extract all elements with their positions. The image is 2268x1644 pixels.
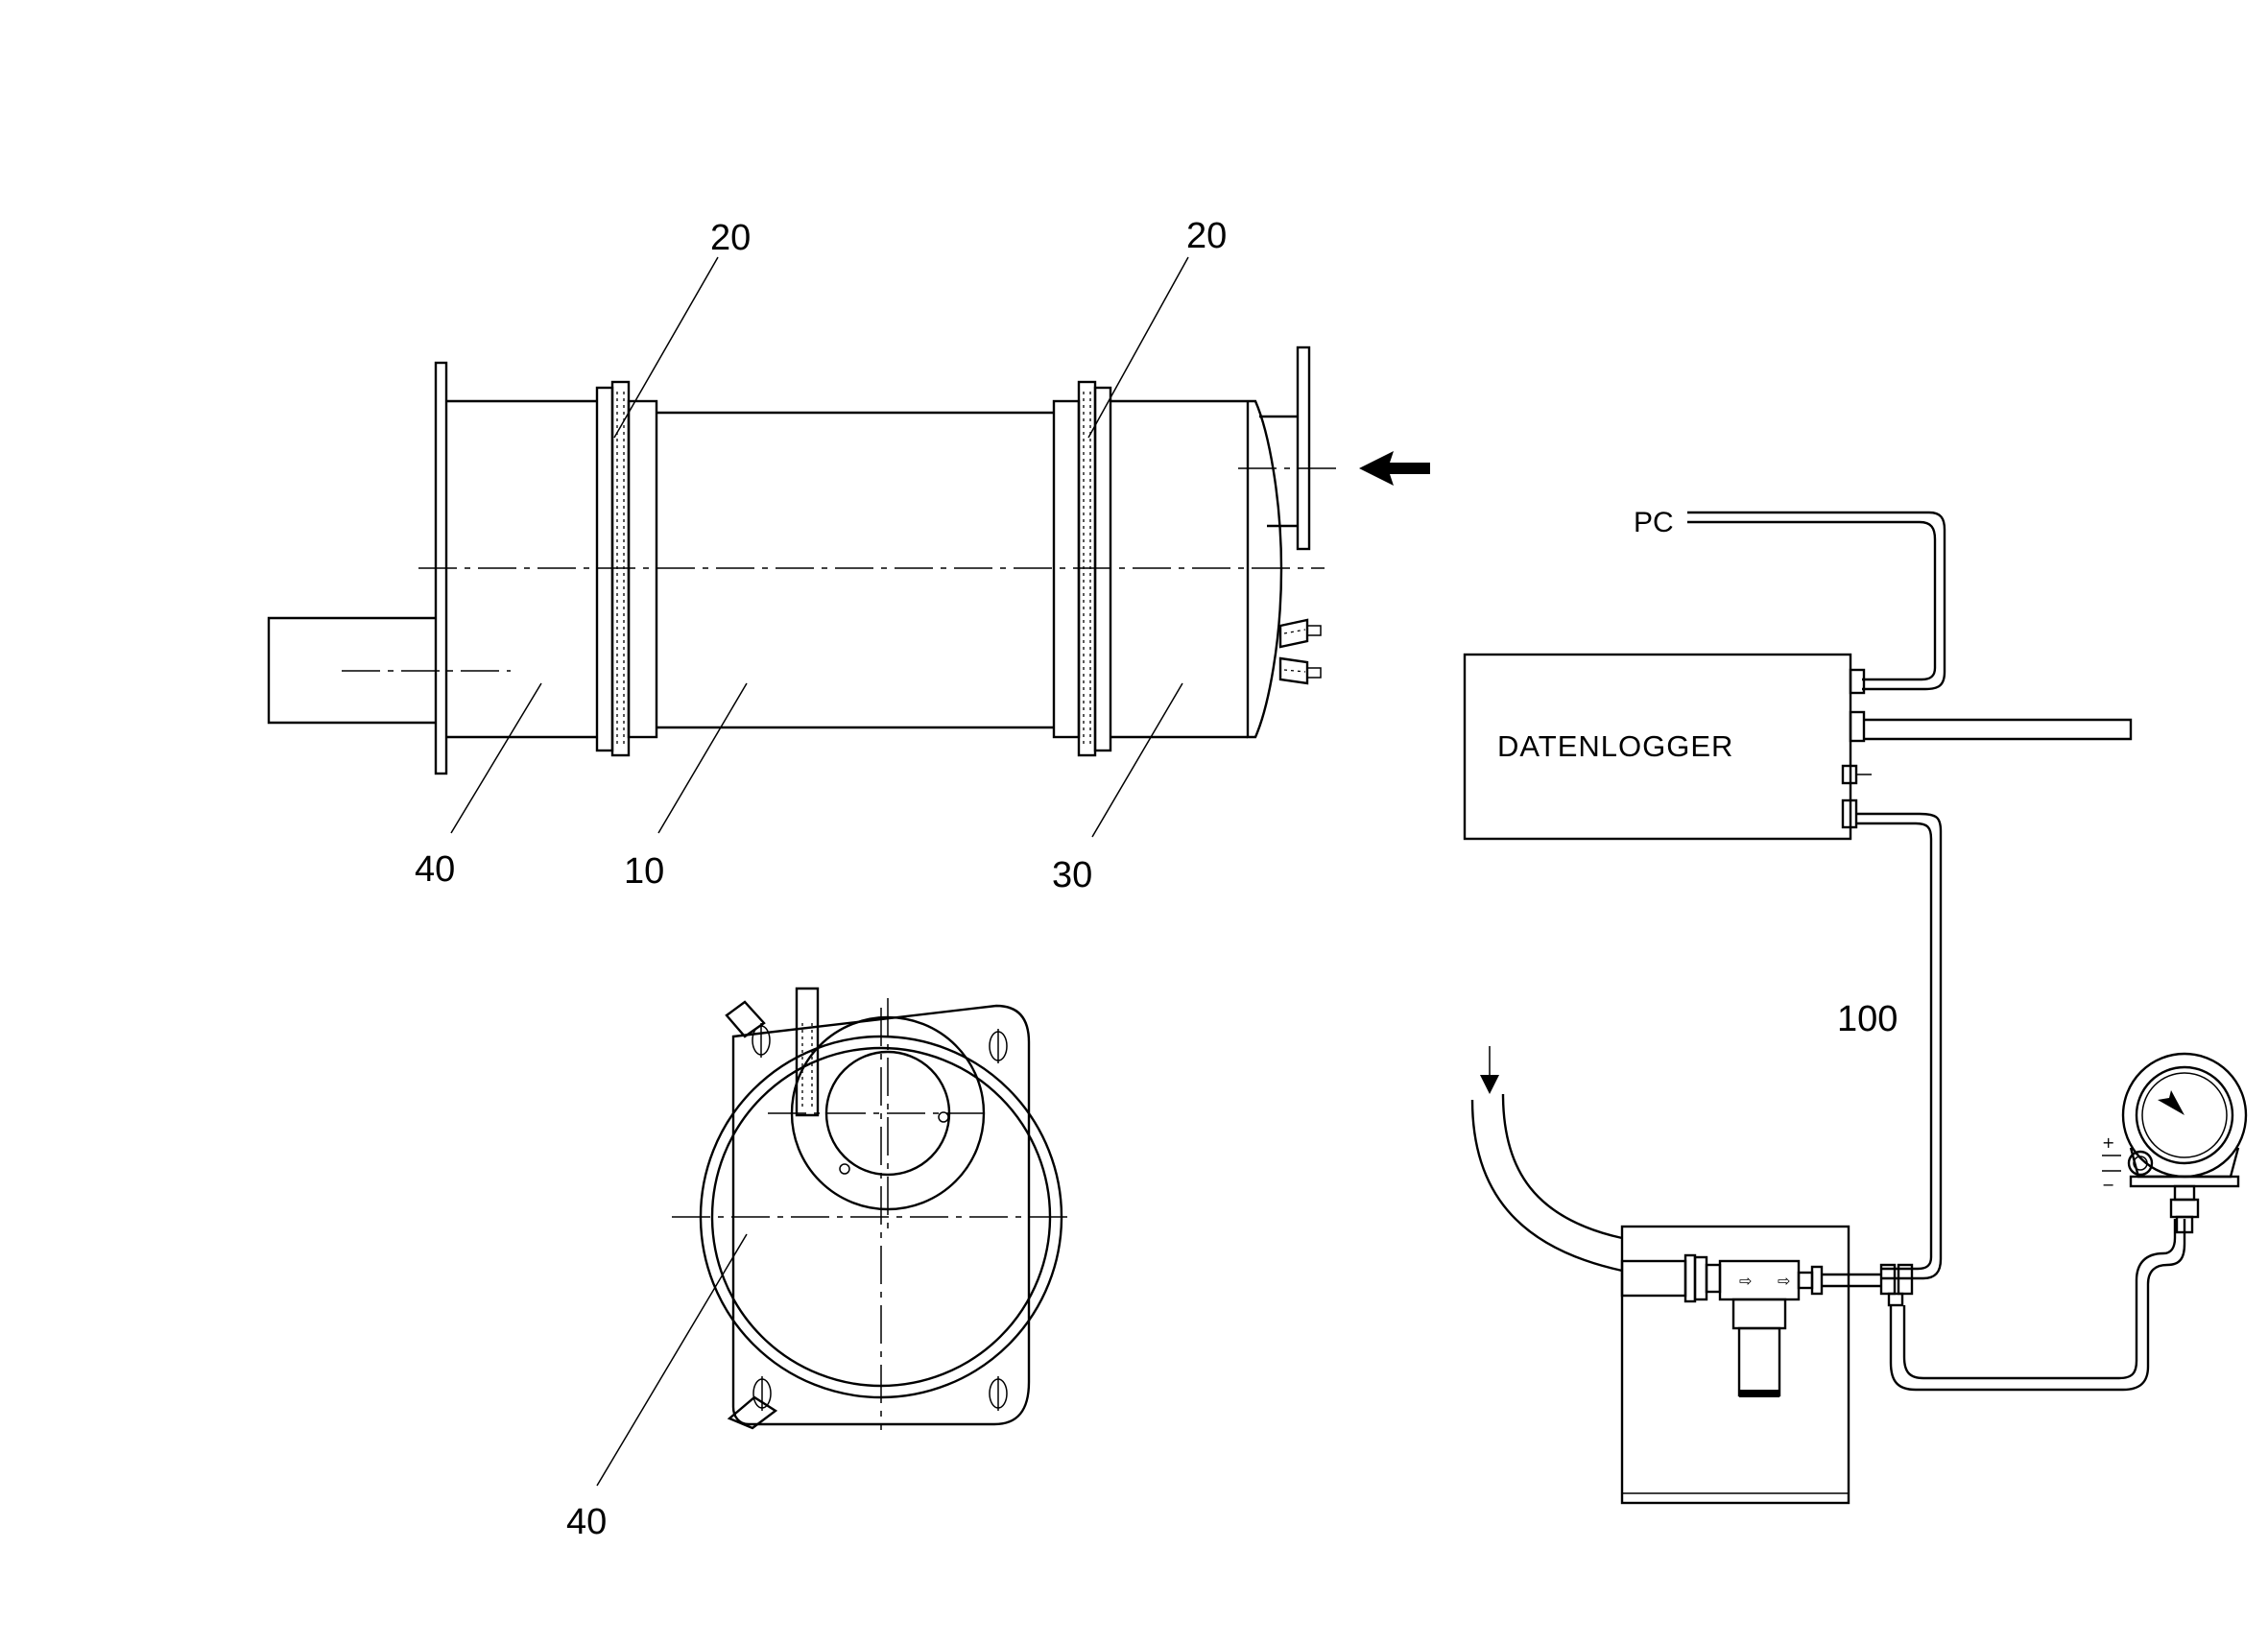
bracket-strap xyxy=(795,987,820,1117)
ref-numeral: 40 xyxy=(566,1502,607,1542)
clip-tab-bottom xyxy=(727,1395,778,1430)
leader-40-end xyxy=(596,1233,748,1487)
clip-tab-top xyxy=(725,1000,766,1038)
svg-text:⇨: ⇨ xyxy=(1778,1272,1790,1290)
signal-line-inner xyxy=(1856,822,1933,1271)
section-30-body xyxy=(1110,399,1248,739)
clamp-ring-right xyxy=(1052,380,1112,757)
svg-text:⇨: ⇨ xyxy=(1739,1272,1752,1290)
mounting-plate xyxy=(1620,1225,1850,1505)
bolt-hole xyxy=(938,1111,949,1123)
right-flange xyxy=(1296,345,1311,551)
side-view-assembly xyxy=(267,256,1430,838)
ref-numeral: 30 xyxy=(1052,855,1092,895)
leader-30 xyxy=(1091,682,1183,838)
pressure-gauge-icon xyxy=(2102,1052,2248,1234)
gauge-plus-label: + xyxy=(2102,1133,2114,1152)
section-40-body xyxy=(446,399,597,739)
pc-cable-inner xyxy=(1687,520,1937,681)
outlet-stub xyxy=(1259,415,1298,528)
ref-numeral: 10 xyxy=(624,851,664,892)
datalogger-box xyxy=(1463,653,1852,841)
bolt-hole xyxy=(839,1163,850,1175)
hose-outer xyxy=(1470,1099,1623,1273)
measurement-setup: PC DATENLOGGER 100 ⇨ xyxy=(1463,507,2248,1505)
ref-numeral: 100 xyxy=(1837,999,1898,1039)
section-10-body xyxy=(657,411,1054,729)
leader-40-side xyxy=(450,682,542,834)
end-view-flange xyxy=(596,987,1075,1487)
leader-20-left xyxy=(613,256,719,439)
logger-connector xyxy=(1849,710,1866,743)
ref-numeral: 40 xyxy=(415,849,455,890)
gauge-minus-label: − xyxy=(2102,1176,2114,1194)
end-plate xyxy=(731,1004,1031,1426)
pc-cable xyxy=(1687,511,1946,691)
flow-arrow-icon xyxy=(1359,451,1430,486)
gauge-line xyxy=(1889,1219,2186,1392)
ref-numeral: 20 xyxy=(710,218,751,258)
inlet-pipe xyxy=(267,616,436,725)
mounting-holes xyxy=(752,1023,1008,1411)
logger-connector xyxy=(1849,668,1866,695)
sensor-ports xyxy=(1278,618,1322,685)
section-30-end-cap xyxy=(1246,399,1283,739)
logger-cable-out xyxy=(1864,718,2133,741)
down-arrow-icon xyxy=(1480,1046,1499,1094)
pressure-sensor: ⇨ ⇨ xyxy=(1620,1253,1914,1397)
datalogger-label: DATENLOGGER xyxy=(1497,729,1733,763)
leader-20-right xyxy=(1087,256,1189,439)
hose-inner xyxy=(1501,1093,1623,1240)
ref-numeral: 20 xyxy=(1186,216,1227,256)
pc-label: PC xyxy=(1634,507,1674,538)
signal-line xyxy=(1856,812,1943,1280)
gauge-line-inner xyxy=(1902,1219,2177,1380)
leader-10 xyxy=(657,682,748,834)
